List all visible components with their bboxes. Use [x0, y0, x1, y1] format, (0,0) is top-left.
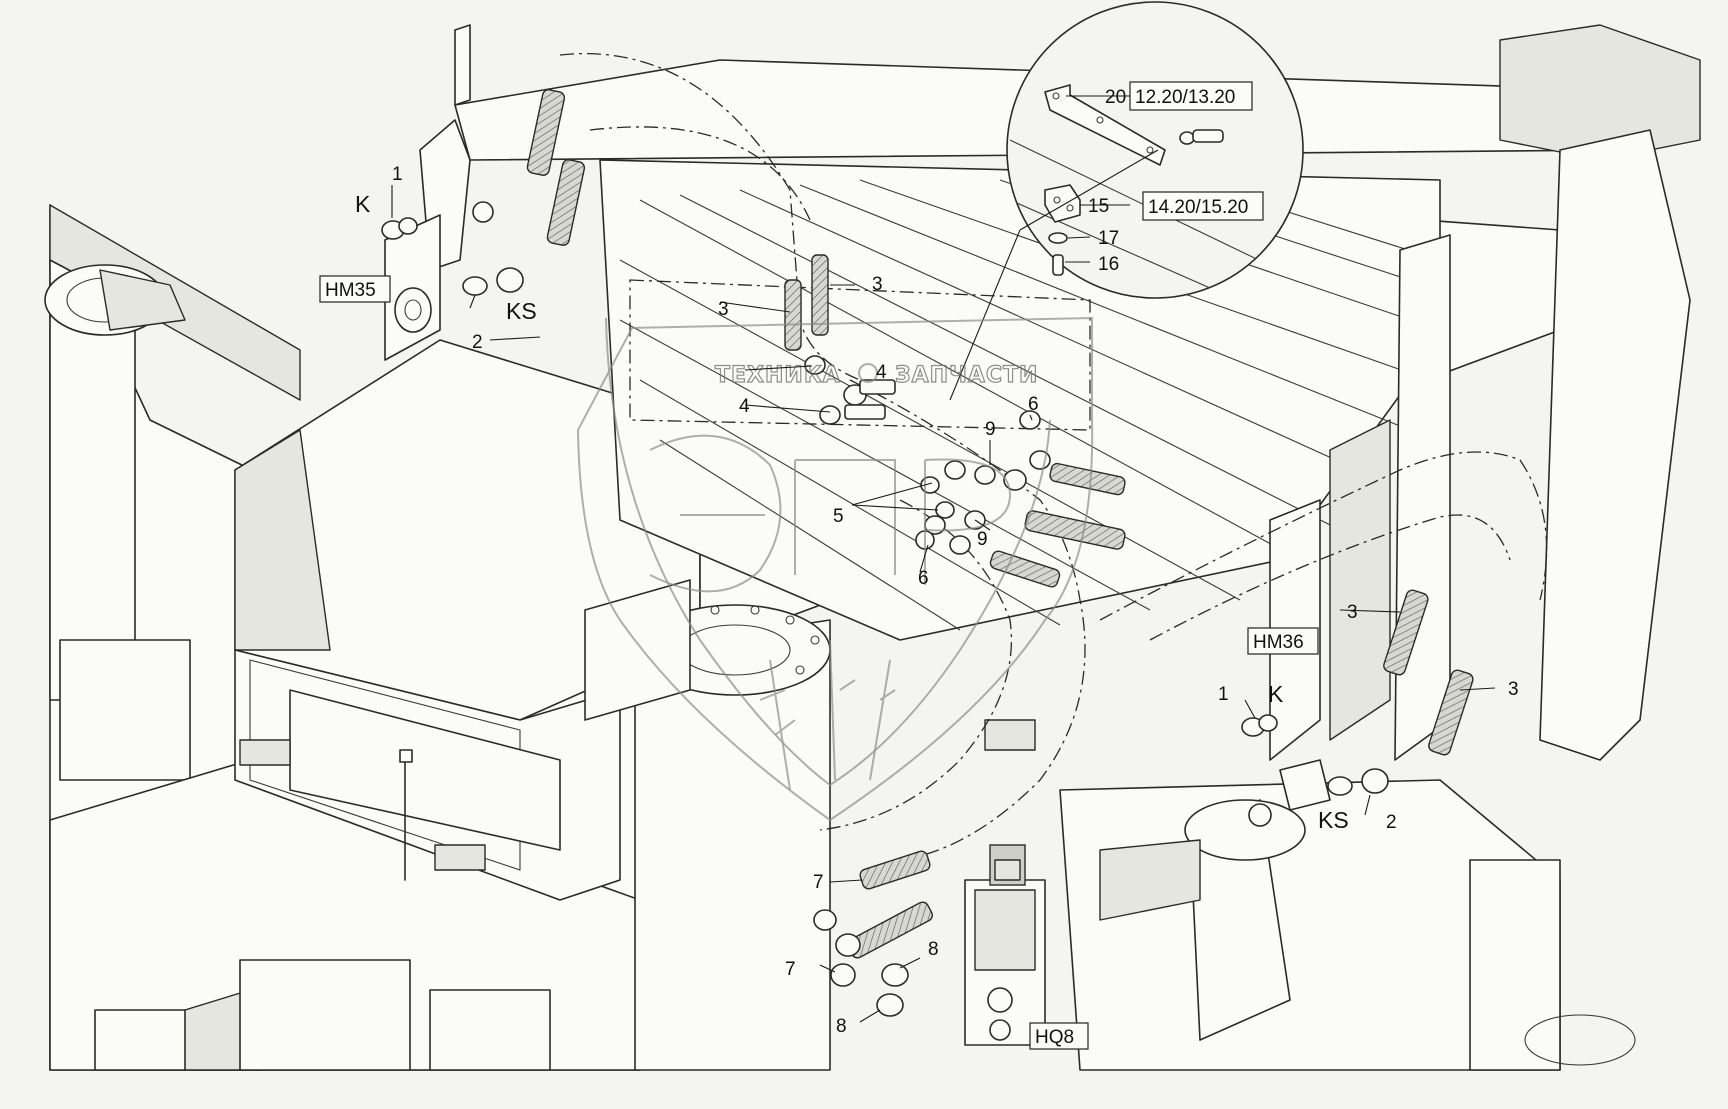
callout-7-b: 7 — [785, 959, 796, 980]
callout-ks-right: KS — [1318, 807, 1349, 833]
hose-routes — [559, 53, 1548, 861]
ref-label-12-20-13-20: 12.20/13.20 — [1135, 87, 1235, 108]
callout-9-a: 9 — [985, 419, 996, 440]
callout-4-a: 4 — [876, 362, 887, 383]
callout-1-left: 1 — [392, 164, 403, 185]
callout-ks-left: KS — [506, 298, 537, 324]
callout-7-a: 7 — [813, 872, 824, 893]
callout-k-left: K — [355, 191, 371, 217]
reference-boxes: HM35 HM36 HQ8 12.20/13.20 14.20/15.20 — [319, 81, 1319, 1050]
callout-6-b: 6 — [918, 568, 929, 589]
callout-6-a: 6 — [1028, 394, 1039, 415]
leader-lines — [391, 95, 1496, 1023]
callout-2-left: 2 — [472, 332, 483, 353]
fittings — [381, 201, 1389, 1017]
callout-16: 16 — [1098, 254, 1119, 275]
callout-3-b: 3 — [872, 274, 883, 295]
callout-17: 17 — [1098, 228, 1119, 249]
callout-8-b: 8 — [836, 1016, 847, 1037]
ref-box-14-20-15-20: 14.20/15.20 — [1142, 191, 1264, 221]
ref-box-hm35: HM35 — [319, 275, 391, 303]
callout-3-d: 3 — [1508, 679, 1519, 700]
ref-label-14-20-15-20: 14.20/15.20 — [1148, 197, 1248, 218]
ref-label-hm35: HM35 — [325, 280, 376, 301]
callout-9-b: 9 — [977, 529, 988, 550]
callout-2-right: 2 — [1386, 812, 1397, 833]
callout-3-c: 3 — [1347, 602, 1358, 623]
ref-label-hm36: HM36 — [1253, 632, 1304, 653]
ref-label-hq8: HQ8 — [1035, 1027, 1074, 1048]
callout-labels: 1 K KS 2 3 3 4 4 5 6 6 9 9 3 3 1 K KS 2 … — [355, 87, 1519, 1037]
callout-5: 5 — [833, 506, 844, 527]
callout-1-right: 1 — [1218, 684, 1229, 705]
watermark: ТЕХНИКА ЗАПЧАСТИ — [576, 316, 1094, 822]
watermark-emblem-letters — [649, 434, 1012, 593]
callout-8-a: 8 — [928, 939, 939, 960]
detail-view-circle — [949, 1, 1304, 401]
callout-4-b: 4 — [739, 396, 750, 417]
watermark-text-zapchasti: ЗАПЧАСТИ — [895, 363, 1038, 388]
watermark-text-technika: ТЕХНИКА — [715, 363, 841, 388]
callout-k-right: K — [1268, 681, 1284, 707]
ref-box-hm36: HM36 — [1247, 627, 1319, 655]
callout-20: 20 — [1105, 87, 1126, 108]
ref-box-12-20-13-20: 12.20/13.20 — [1129, 81, 1253, 111]
ref-box-hq8: HQ8 — [1029, 1022, 1089, 1050]
callout-3-a: 3 — [718, 299, 729, 320]
callout-15: 15 — [1088, 196, 1109, 217]
machine-frame — [44, 24, 1701, 1071]
